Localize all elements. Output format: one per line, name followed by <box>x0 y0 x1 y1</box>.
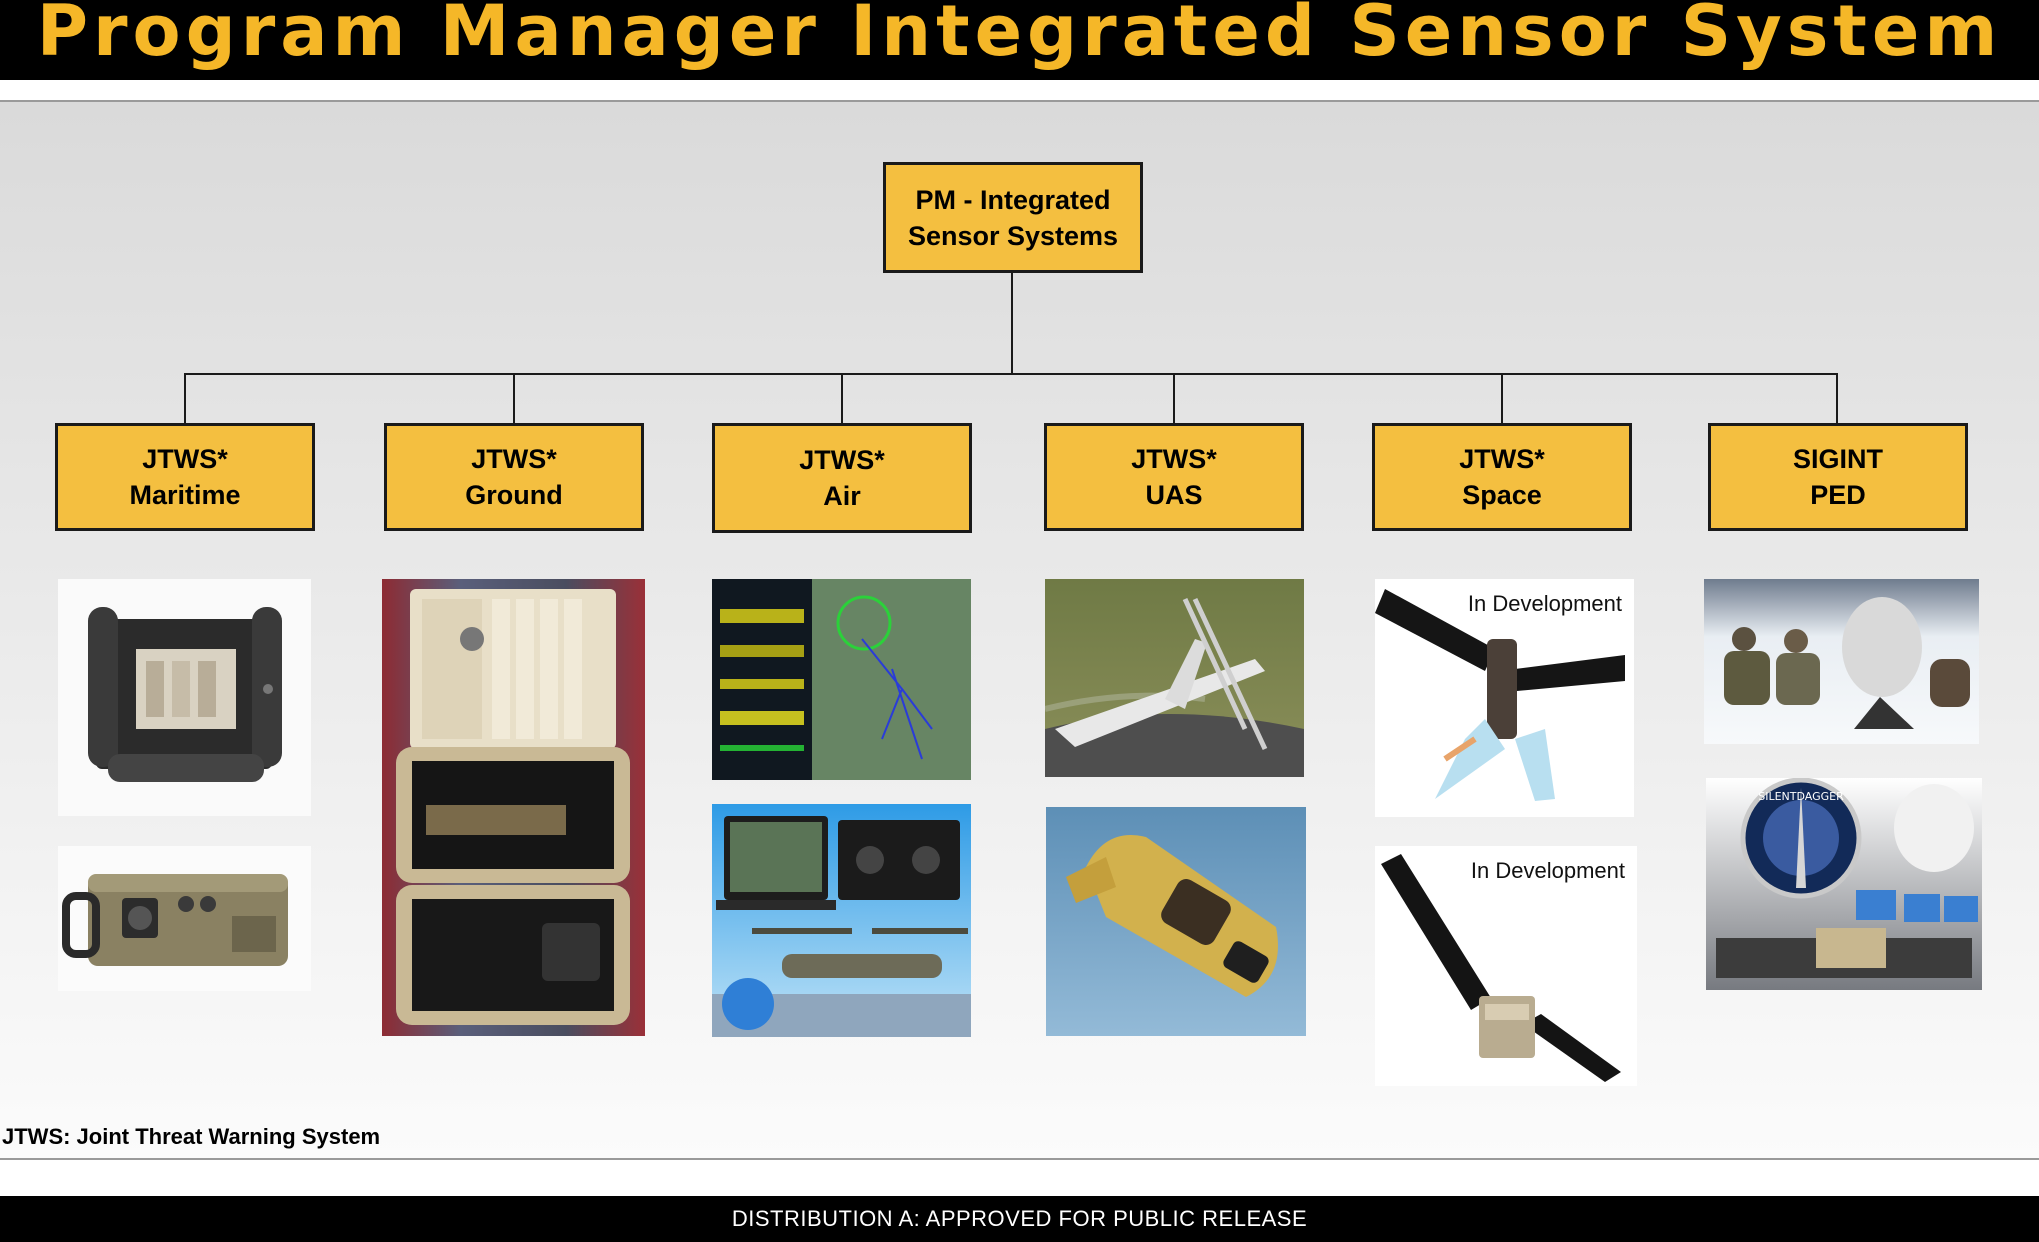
sigint-field-team-photo <box>1704 579 1979 744</box>
connector-space <box>1501 373 1503 424</box>
sigint-silentdagger-collage-photo: SILENTDAGGER <box>1706 778 1982 990</box>
root-box-line2: Sensor Systems <box>907 220 1119 251</box>
connector-root-stem <box>1011 272 1013 375</box>
header-bar <box>0 0 2039 80</box>
branch-box-line1: JTWS* <box>1131 444 1217 474</box>
page-title: Program Manager Integrated Sensor System <box>36 0 2003 72</box>
uas-drone-launcher-photo <box>1045 579 1304 777</box>
branch-box-line1: JTWS* <box>1459 444 1545 474</box>
branch-box-line1: JTWS* <box>799 445 885 475</box>
branch-box-sigint-ped: SIGINT PED <box>1708 423 1968 531</box>
space-satellite-photo-bottom: In Development <box>1375 846 1637 1086</box>
branch-box-space: JTWS* Space <box>1372 423 1632 531</box>
bottom-divider <box>0 1158 2039 1160</box>
branch-box-line2: Ground <box>465 480 563 510</box>
branch-box-uas: JTWS* UAS <box>1044 423 1304 531</box>
air-software-screenshot <box>712 579 971 780</box>
connector-maritime <box>184 373 186 424</box>
space-satellite-photo-top: In Development <box>1375 579 1634 817</box>
root-box-line1: PM - Integrated <box>915 184 1111 215</box>
air-aircraft-collage-photo <box>712 804 971 1037</box>
connector-air <box>841 373 843 424</box>
footnote-jtws-definition: JTWS: Joint Threat Warning System <box>2 1124 381 1149</box>
connector-horizontal <box>184 373 1838 375</box>
branch-box-line1: JTWS* <box>142 444 228 474</box>
maritime-radio-unit-photo <box>58 846 311 991</box>
silentdagger-seal-text: SILENTDAGGER <box>1758 790 1844 803</box>
connector-ground <box>513 373 515 424</box>
branch-box-line1: JTWS* <box>471 444 557 474</box>
connector-uas <box>1173 373 1175 424</box>
slide-content-area <box>0 102 2039 1158</box>
branch-box-air: JTWS* Air <box>712 423 972 533</box>
branch-box-ground: JTWS* Ground <box>384 423 644 531</box>
top-divider <box>0 100 2039 102</box>
branch-box-line2: UAS <box>1145 480 1203 510</box>
maritime-sensor-rack-photo <box>58 579 311 816</box>
in-development-label: In Development <box>1470 858 1625 883</box>
branch-box-line2: Maritime <box>129 480 241 510</box>
branch-box-line2: Space <box>1462 480 1542 510</box>
uas-sensor-pod-photo <box>1046 807 1306 1036</box>
root-box-pm-iss: PM - Integrated Sensor Systems <box>883 162 1143 273</box>
ground-equipment-stack-photo <box>382 579 645 1036</box>
connector-sigint <box>1836 373 1838 424</box>
in-development-label: In Development <box>1467 591 1622 616</box>
branch-box-maritime: JTWS* Maritime <box>55 423 315 531</box>
branch-box-line2: Air <box>823 481 861 511</box>
distribution-footer: DISTRIBUTION A: APPROVED FOR PUBLIC RELE… <box>0 1196 2039 1242</box>
branch-box-line1: SIGINT <box>1792 444 1883 474</box>
branch-box-line2: PED <box>1810 480 1866 510</box>
